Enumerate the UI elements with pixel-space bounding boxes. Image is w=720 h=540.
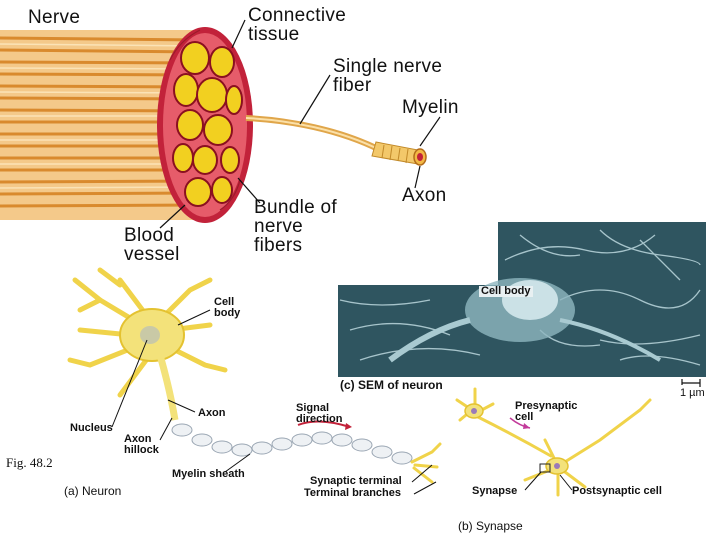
label-synapse: Synapse — [472, 486, 517, 497]
nerve-cross-section — [157, 27, 253, 223]
label-single-nerve-fiber: Single nerve fiber — [333, 57, 442, 95]
label-cell-body: Cell body — [214, 297, 240, 319]
label-nerve: Nerve — [28, 8, 80, 27]
label-presynaptic-cell: Presynaptic cell — [515, 401, 577, 423]
figure-label: Fig. 48.2 — [6, 456, 53, 469]
neuron-caption: (a) Neuron — [64, 485, 121, 497]
synapse-caption: (b) Synapse — [458, 520, 523, 532]
label-axon: Axon — [198, 408, 226, 419]
label-terminal-branches: Terminal branches — [304, 488, 401, 499]
single-nerve-fiber — [246, 118, 426, 165]
label-myelin-sheath: Myelin sheath — [172, 469, 245, 480]
label-signal-direction: Signal direction — [296, 403, 342, 425]
sem-caption: (c) SEM of neuron — [340, 379, 443, 391]
label-connective-tissue: Connective tissue — [248, 6, 346, 44]
label-bundle-of-nerve-fibers: Bundle of nerve fibers — [254, 198, 337, 255]
label-axon-nerve: Axon — [402, 186, 447, 205]
label-blood-vessel: Blood vessel — [124, 226, 180, 264]
label-myelin: Myelin — [402, 98, 459, 117]
scale-bar-label: 1 µm — [680, 388, 705, 399]
label-nucleus: Nucleus — [70, 423, 113, 434]
sem-label-cell-body: Cell body — [479, 286, 533, 297]
label-axon-hillock: Axon hillock — [124, 434, 159, 456]
label-postsynaptic-cell: Postsynaptic cell — [572, 486, 662, 497]
label-synaptic-terminal: Synaptic terminal — [310, 476, 402, 487]
sem-image — [338, 222, 706, 377]
